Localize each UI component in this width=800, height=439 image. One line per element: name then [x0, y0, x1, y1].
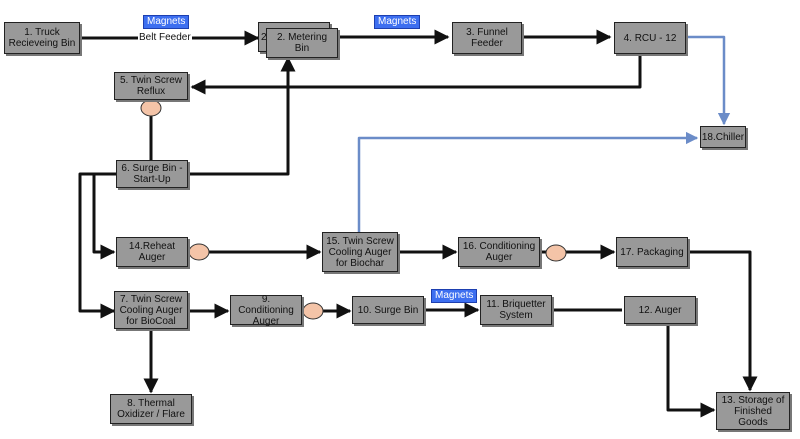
- node-conditioning-auger-9: 9. Conditioning Auger: [230, 294, 302, 327]
- magnets-label-funnel: Magnets: [374, 15, 421, 29]
- belt-feeder-label: Belt Feeder: [138, 32, 192, 43]
- node-metering-bin: 2. Metering Bin: [266, 28, 338, 58]
- node-cooling-auger-biochar: 15. Twin Screw Cooling Auger for Biochar: [322, 232, 398, 272]
- arrow-surge-to-metering: [188, 56, 296, 176]
- node-funnel-feeder: 3. Funnel Feeder: [452, 22, 522, 54]
- node-packaging: 17. Packaging: [616, 237, 688, 267]
- node-storage-finished-goods: 13. Storage of Finished Goods: [716, 392, 790, 430]
- node-rcu-12: 4. RCU - 12: [614, 22, 686, 54]
- node-auger-12: 12. Auger: [624, 296, 696, 324]
- magnets-label-briquetter: Magnets: [431, 289, 478, 303]
- node-chiller: 18.Chiller: [700, 126, 746, 148]
- node-reheat-auger: 14.Reheat Auger: [116, 237, 188, 267]
- node-cooling-auger-biocoal: 7. Twin Screw Cooling Auger for BioCoal: [114, 291, 188, 329]
- arrow-surge-to-cooling-biocoal: [78, 172, 116, 319]
- magnets-label-belt: Magnets: [143, 15, 190, 29]
- node-thermal-oxidizer: 8. Thermal Oxidizer / Flare: [110, 394, 192, 424]
- valve-reflux: [140, 99, 162, 117]
- arrow-auger-to-storage: [666, 323, 716, 418]
- valve-conditioning-16: [545, 244, 567, 262]
- arrow-packaging-to-storage: [686, 250, 758, 392]
- node-conditioning-auger-16: 16. Conditioning Auger: [458, 237, 540, 267]
- node-surge-bin-10: 10. Surge Bin: [352, 296, 424, 324]
- arrow-biochar-to-chiller: [357, 131, 699, 232]
- valve-reheat: [188, 243, 210, 261]
- arrow-rcu-to-chiller: [688, 35, 731, 126]
- node-surge-bin-startup: 6. Surge Bin - Start-Up: [116, 160, 188, 188]
- node-twin-screw-reflux: 5. Twin Screw Reflux: [114, 72, 188, 100]
- arrow-rcu-to-reflux: [190, 56, 642, 95]
- valve-conditioning-9: [302, 302, 324, 320]
- node-briquetter-system: 11. Briquetter System: [480, 295, 552, 325]
- node-truck-receiving-bin: 1. Truck Recieveing Bin: [4, 22, 80, 54]
- arrow-surge-to-reheat: [92, 172, 116, 260]
